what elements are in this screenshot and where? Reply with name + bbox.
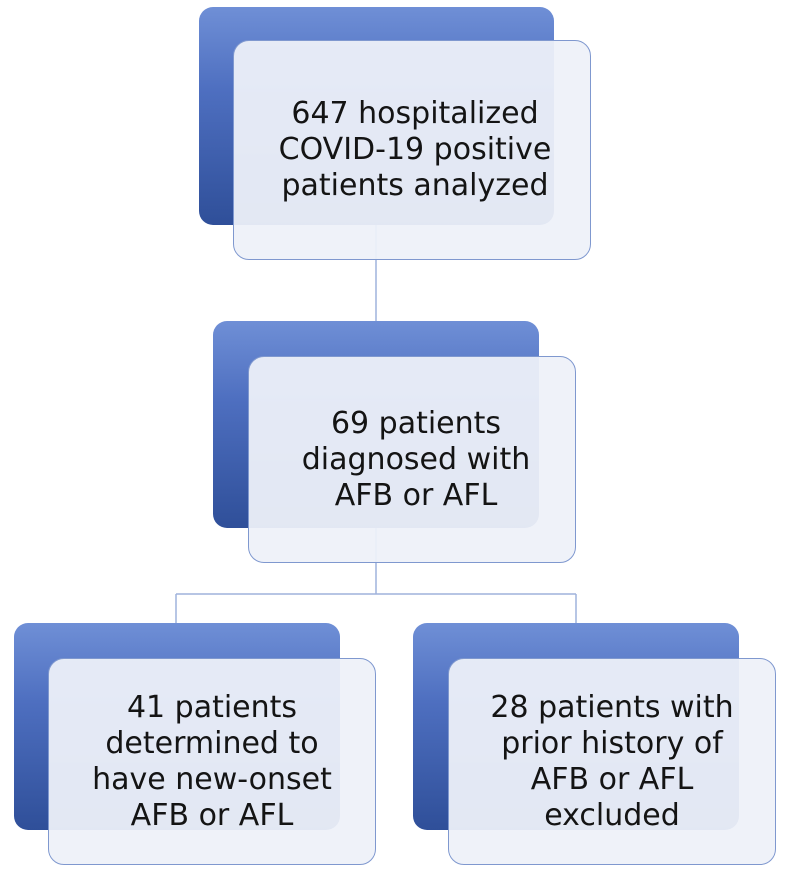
node-excluded-prior-history-text: 28 patients with prior history of AFB or… [490, 689, 734, 833]
node-total-patients-text: 647 hospitalized COVID-19 positive patie… [278, 96, 552, 203]
node-afb-afl-diagnosed-text: 69 patients diagnosed with AFB or AFL [301, 405, 531, 513]
node-afb-afl-diagnosed: 69 patients diagnosed with AFB or AFL [248, 356, 576, 563]
node-new-onset-text: 41 patients determined to have new-onset… [92, 689, 332, 833]
node-excluded-prior-history: 28 patients with prior history of AFB or… [448, 658, 776, 865]
node-total-patients: 647 hospitalized COVID-19 positive patie… [233, 40, 591, 260]
node-new-onset: 41 patients determined to have new-onset… [48, 658, 376, 865]
